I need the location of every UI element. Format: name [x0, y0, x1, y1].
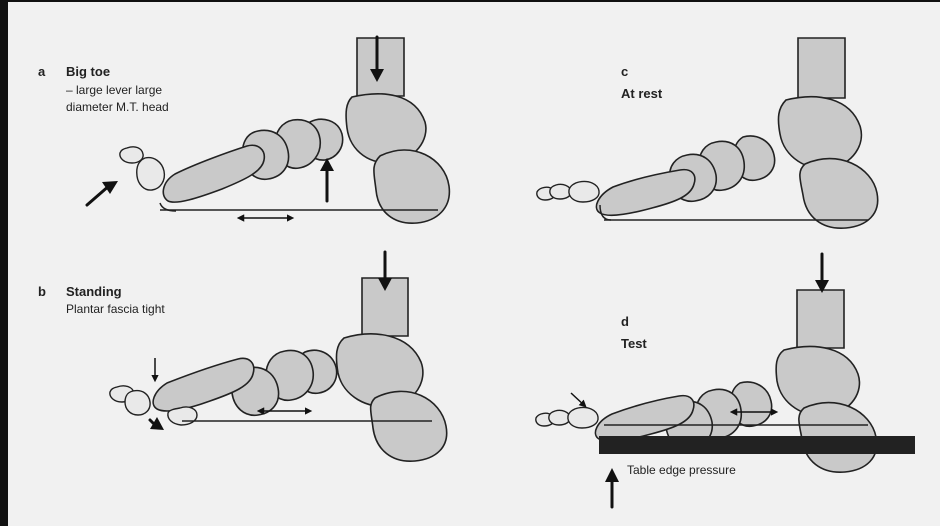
panel-b-letter: b: [38, 284, 46, 299]
panel-a: a Big toe – large lever large diameter M…: [38, 37, 449, 223]
panel-a-line2: diameter M.T. head: [66, 100, 169, 114]
panel-c-title: At rest: [621, 86, 663, 101]
panel-b-foot: [110, 252, 447, 461]
panel-a-line1: – large lever large: [66, 83, 162, 97]
panel-d-title: Test: [621, 336, 647, 351]
panel-d-letter: d: [621, 314, 629, 329]
table-edge-bar: [599, 436, 915, 454]
panel-c-foot: [537, 38, 878, 228]
panel-c-letter: c: [621, 64, 628, 79]
panel-b-title: Standing: [66, 284, 122, 299]
table-edge-caption: Table edge pressure: [627, 463, 736, 477]
panel-d: d Test Table edge pressure: [536, 254, 915, 507]
panel-c: c At rest: [537, 38, 878, 228]
panel-a-foot: [87, 37, 449, 223]
panel-a-letter: a: [38, 64, 46, 79]
panel-b-line1: Plantar fascia tight: [66, 302, 165, 316]
panel-b: b Standing Plantar fascia tight: [38, 252, 447, 461]
panel-a-title: Big toe: [66, 64, 110, 79]
